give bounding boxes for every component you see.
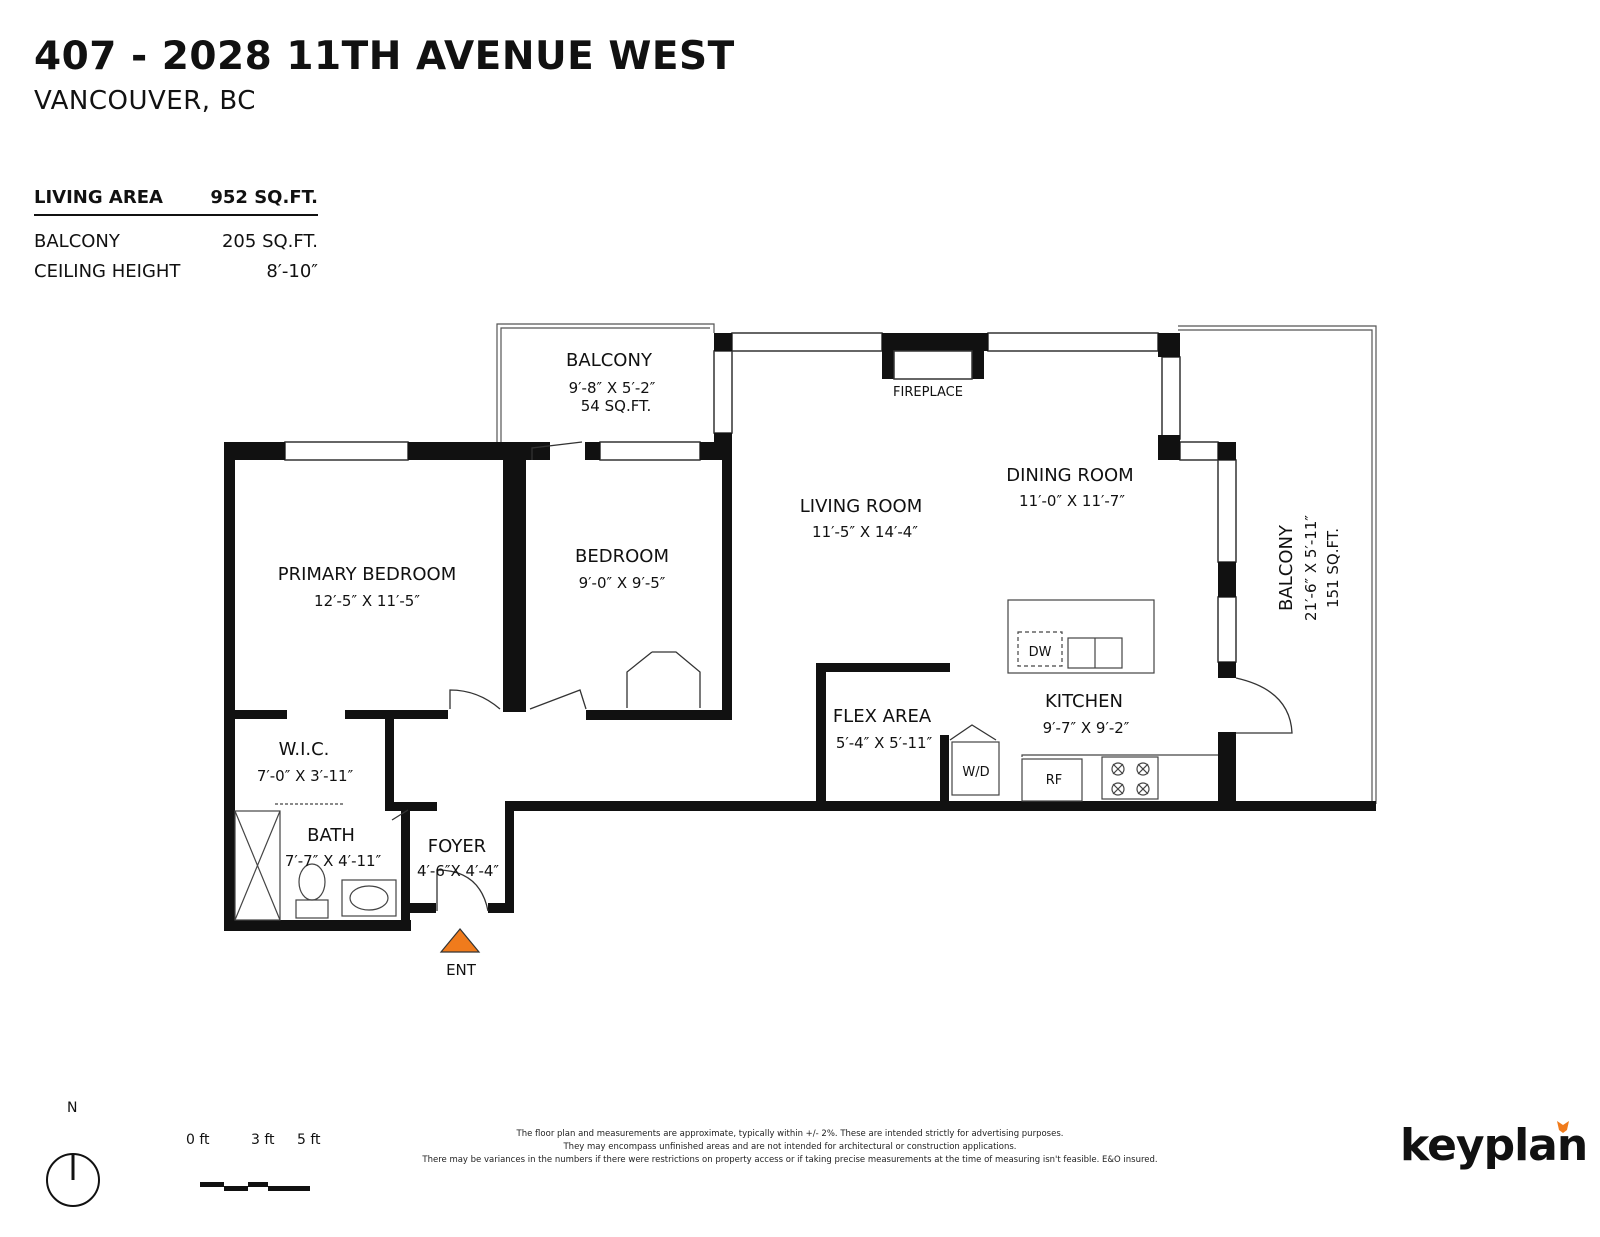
balcony-area-label: BALCONY (34, 230, 120, 252)
bedroom-dims: 9′-0″ X 9′-5″ (579, 574, 666, 592)
balcony-right-dims-group: 21′-6″ X 5′-11″ (1302, 515, 1320, 621)
kitchen-name: KITCHEN (1045, 691, 1123, 712)
dining-room-name: DINING ROOM (1006, 465, 1133, 486)
living-area-row: LIVING AREA 952 SQ.FT. (34, 180, 318, 216)
balcony-area-row: BALCONY 205 SQ.FT. (34, 226, 318, 256)
balcony-right-name-group: BALCONY (1276, 524, 1297, 611)
ceiling-height-label: CEILING HEIGHT (34, 260, 181, 282)
balcony-right-area: 151 SQ.FT. (1324, 528, 1342, 608)
balcony-right-name: BALCONY (1276, 524, 1297, 611)
walls (224, 333, 1376, 931)
balcony-outlines (496, 323, 1377, 804)
compass-north-label: N (67, 1100, 78, 1116)
fireplace-label: FIREPLACE (893, 385, 963, 400)
doors (391, 441, 1293, 912)
disclaimer-line-2: They may encompass unfinished areas and … (563, 1142, 1017, 1152)
washer-dryer-label: W/D (962, 765, 989, 780)
scale-bar (200, 1182, 310, 1191)
dining-room-dims: 11′-0″ X 11′-7″ (1019, 492, 1125, 510)
foyer-dims: 4′-6″X 4′-4″ (417, 862, 499, 880)
bath-name: BATH (307, 825, 355, 846)
balcony-area-value: 205 SQ.FT. (221, 230, 318, 252)
ceiling-height-value: 8′-10″ (266, 260, 318, 282)
disclaimer: The floor plan and measurements are appr… (420, 1128, 1160, 1167)
room-labels: BALCONY 9′-8″ X 5′-2″ 54 SQ.FT. FIREPLAC… (257, 350, 1342, 979)
living-area-label: LIVING AREA (34, 186, 163, 208)
ceiling-height-row: CEILING HEIGHT 8′-10″ (34, 256, 318, 286)
balcony-top-area: 54 SQ.FT. (581, 397, 651, 415)
wic-name: W.I.C. (279, 739, 330, 760)
balcony-right-dims: 21′-6″ X 5′-11″ (1302, 515, 1320, 621)
balcony-top-name: BALCONY (566, 350, 653, 371)
foyer-name: FOYER (428, 836, 486, 857)
living-room-dims: 11′-5″ X 14′-4″ (812, 523, 918, 541)
property-address: 407 - 2028 11TH AVENUE WEST (34, 34, 735, 79)
disclaimer-line-3: There may be variances in the numbers if… (422, 1155, 1158, 1165)
entry-label: ENT (446, 961, 477, 979)
fridge-label: RF (1046, 773, 1063, 788)
entry-marker-icon (439, 928, 481, 953)
living-room-name: LIVING ROOM (800, 496, 922, 517)
flex-area-name: FLEX AREA (833, 706, 932, 727)
scale-five-label: 5 ft (297, 1132, 321, 1148)
bedroom-name: BEDROOM (575, 546, 669, 567)
primary-bedroom-name: PRIMARY BEDROOM (278, 564, 457, 585)
scale-zero-label: 0 ft (186, 1132, 210, 1148)
scale-three-label: 3 ft (251, 1132, 275, 1148)
kitchen-dims: 9′-7″ X 9′-2″ (1043, 719, 1130, 737)
area-summary: LIVING AREA 952 SQ.FT. BALCONY 205 SQ.FT… (34, 180, 318, 286)
bath-dims: 7′-7″ X 4′-11″ (285, 852, 382, 870)
fireplace-box (893, 350, 973, 380)
balcony-top-dims: 9′-8″ X 5′-2″ (569, 379, 656, 397)
balcony-right-area-group: 151 SQ.FT. (1324, 528, 1342, 608)
primary-bedroom-dims: 12′-5″ X 11′-5″ (314, 592, 420, 610)
living-area-value: 952 SQ.FT. (210, 186, 318, 208)
property-city: VANCOUVER, BC (34, 86, 256, 116)
wic-dims: 7′-0″ X 3′-11″ (257, 767, 354, 785)
flex-area-dims: 5′-4″ X 5′-11″ (836, 734, 933, 752)
keyplan-fox-icon (1557, 1121, 1569, 1133)
fixtures (234, 599, 1218, 921)
north-compass-icon (46, 1153, 100, 1207)
dishwasher-label: DW (1029, 645, 1052, 660)
disclaimer-line-1: The floor plan and measurements are appr… (516, 1129, 1064, 1139)
keyplan-logo: keyplan (1400, 1120, 1588, 1171)
